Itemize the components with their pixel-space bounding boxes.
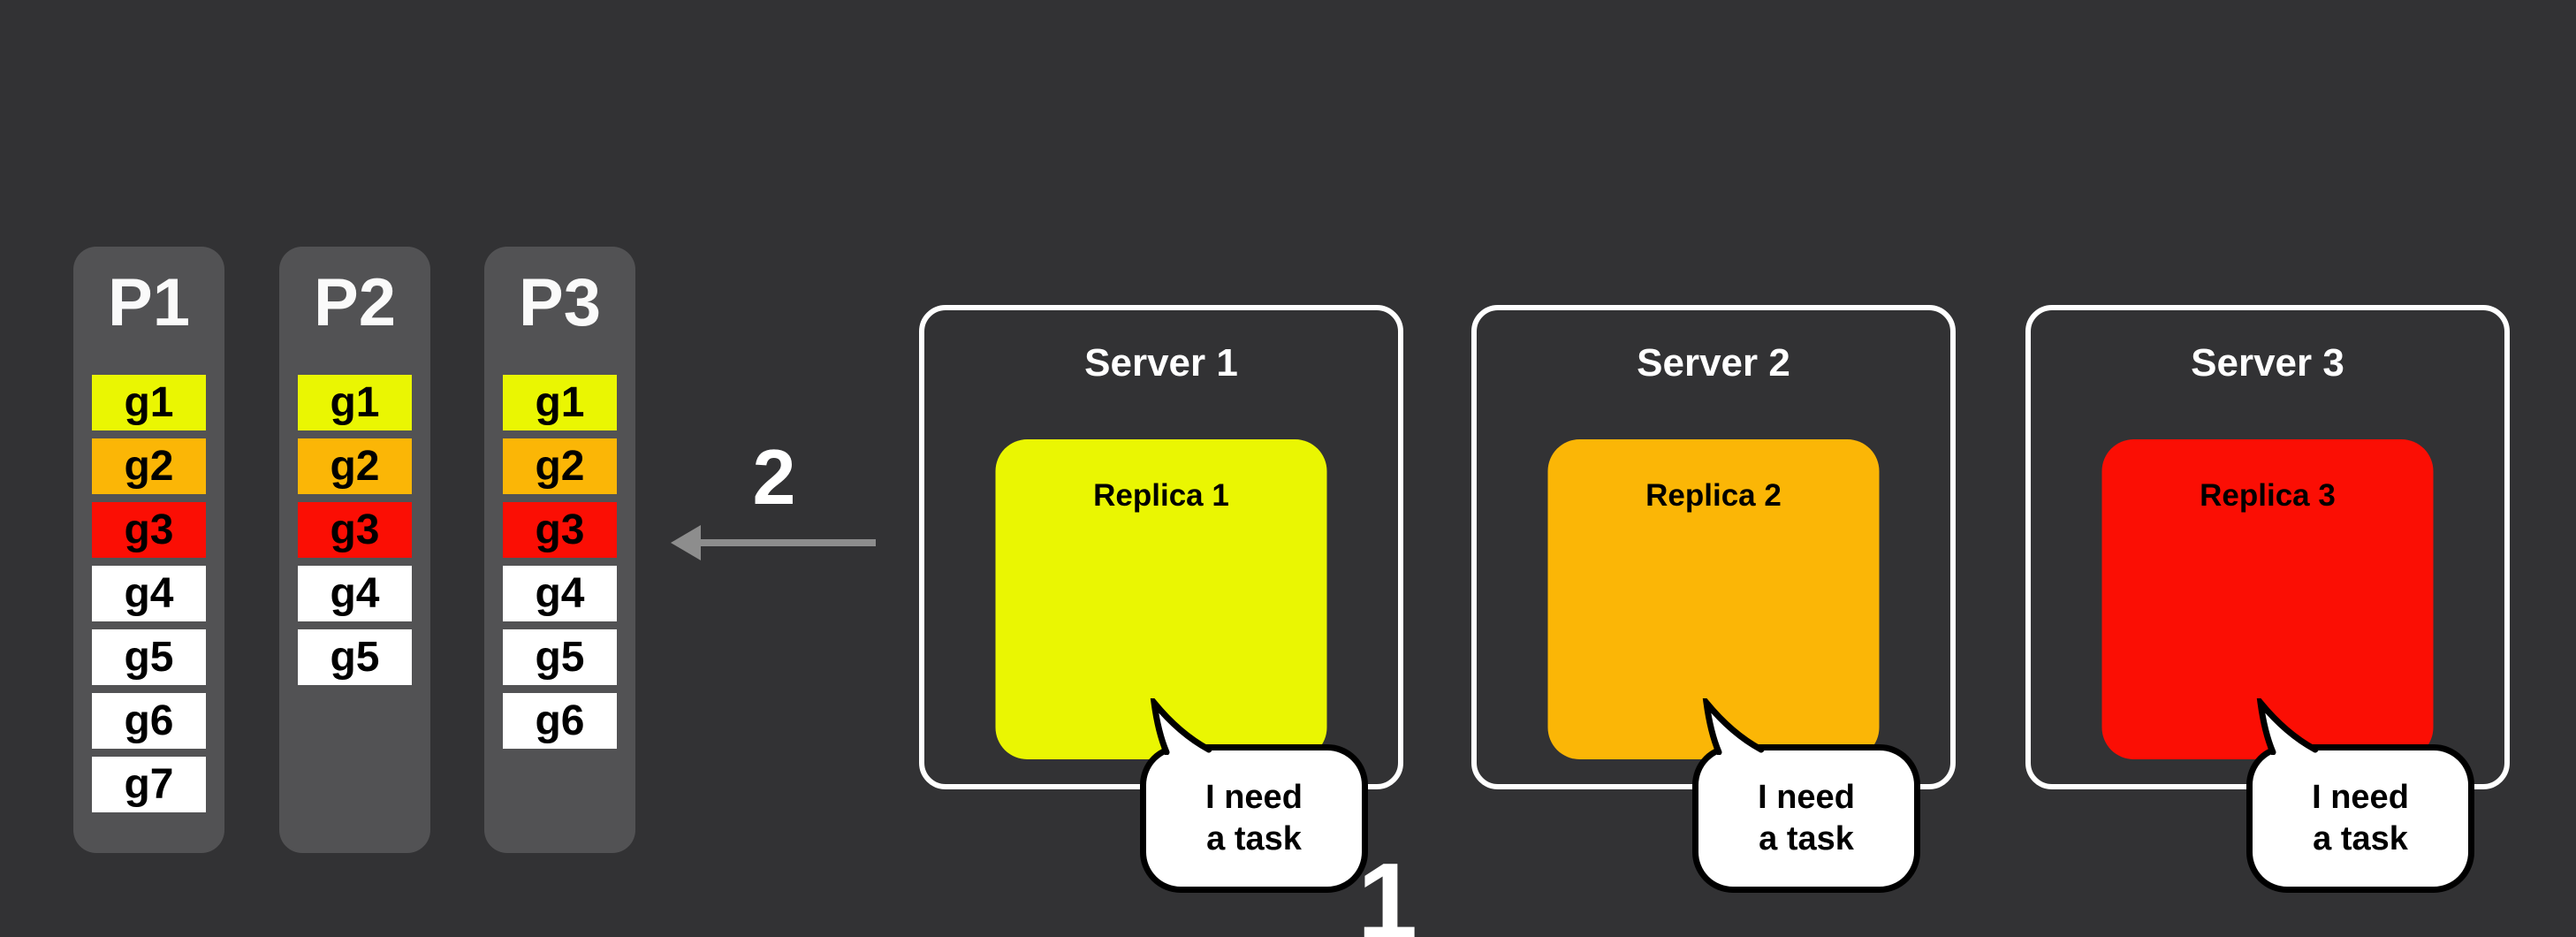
speech-bubble-2: I need a task [1692, 744, 1920, 893]
task-chip-list: g1 g2 g3 g4 g5 g6 g7 [92, 375, 206, 812]
task-chip: g1 [298, 375, 412, 430]
task-chip: g4 [298, 566, 412, 621]
speech-bubble-1: I need a task [1140, 744, 1368, 893]
task-chip-list: g1 g2 g3 g4 g5 g6 [503, 375, 617, 749]
task-chip: g7 [92, 757, 206, 812]
server-title: Server 2 [1637, 341, 1790, 385]
task-chip: g3 [298, 502, 412, 558]
speech-bubble-text-line2: a task [1759, 820, 1854, 857]
speech-bubble-tail-icon [1702, 698, 1765, 755]
speech-bubble-text-line1: I need [1758, 779, 1855, 816]
step1-label: 1 [1357, 841, 1417, 937]
task-chip: g5 [503, 629, 617, 685]
replica-box-3: Replica 3 [2101, 439, 2434, 759]
task-chip-list: g1 g2 g3 g4 g5 [298, 375, 412, 685]
task-chip: g2 [92, 438, 206, 494]
task-chip: g5 [298, 629, 412, 685]
partition-title: P1 [108, 265, 190, 340]
replica-box-1: Replica 1 [995, 439, 1327, 759]
replica-title: Replica 3 [2200, 478, 2336, 513]
speech-bubble-tail-icon [1150, 698, 1212, 755]
task-chip: g1 [92, 375, 206, 430]
task-chip: g1 [503, 375, 617, 430]
task-chip: g4 [92, 566, 206, 621]
partition-column-p3: P3 g1 g2 g3 g4 g5 g6 [484, 247, 635, 853]
replica-title: Replica 1 [1093, 478, 1229, 513]
server-title: Server 1 [1084, 341, 1238, 385]
task-chip: g2 [298, 438, 412, 494]
left-arrow-icon [671, 525, 876, 560]
server-title: Server 3 [2191, 341, 2344, 385]
speech-bubble-text-line1: I need [1205, 779, 1303, 816]
server-box-1: Server 1 Replica 1 [919, 305, 1403, 789]
task-chip: g4 [503, 566, 617, 621]
partition-column-p1: P1 g1 g2 g3 g4 g5 g6 g7 [73, 247, 224, 853]
step2-label: 2 [752, 433, 796, 521]
speech-bubble-text-line2: a task [1206, 820, 1302, 857]
partition-column-p2: P2 g1 g2 g3 g4 g5 [279, 247, 430, 853]
task-chip: g5 [92, 629, 206, 685]
replica-title: Replica 2 [1645, 478, 1782, 513]
task-chip: g2 [503, 438, 617, 494]
server-box-2: Server 2 Replica 2 [1471, 305, 1956, 789]
task-chip: g3 [92, 502, 206, 558]
speech-bubble-tail-icon [2256, 698, 2319, 755]
partition-title: P3 [519, 265, 601, 340]
speech-bubble-3: I need a task [2246, 744, 2474, 893]
server-box-3: Server 3 Replica 3 [2025, 305, 2510, 789]
speech-bubble-text-line1: I need [2312, 779, 2409, 816]
replica-box-2: Replica 2 [1547, 439, 1880, 759]
task-chip: g3 [503, 502, 617, 558]
task-chip: g6 [503, 693, 617, 749]
task-chip: g6 [92, 693, 206, 749]
partition-title: P2 [314, 265, 396, 340]
speech-bubble-text-line2: a task [2313, 820, 2408, 857]
